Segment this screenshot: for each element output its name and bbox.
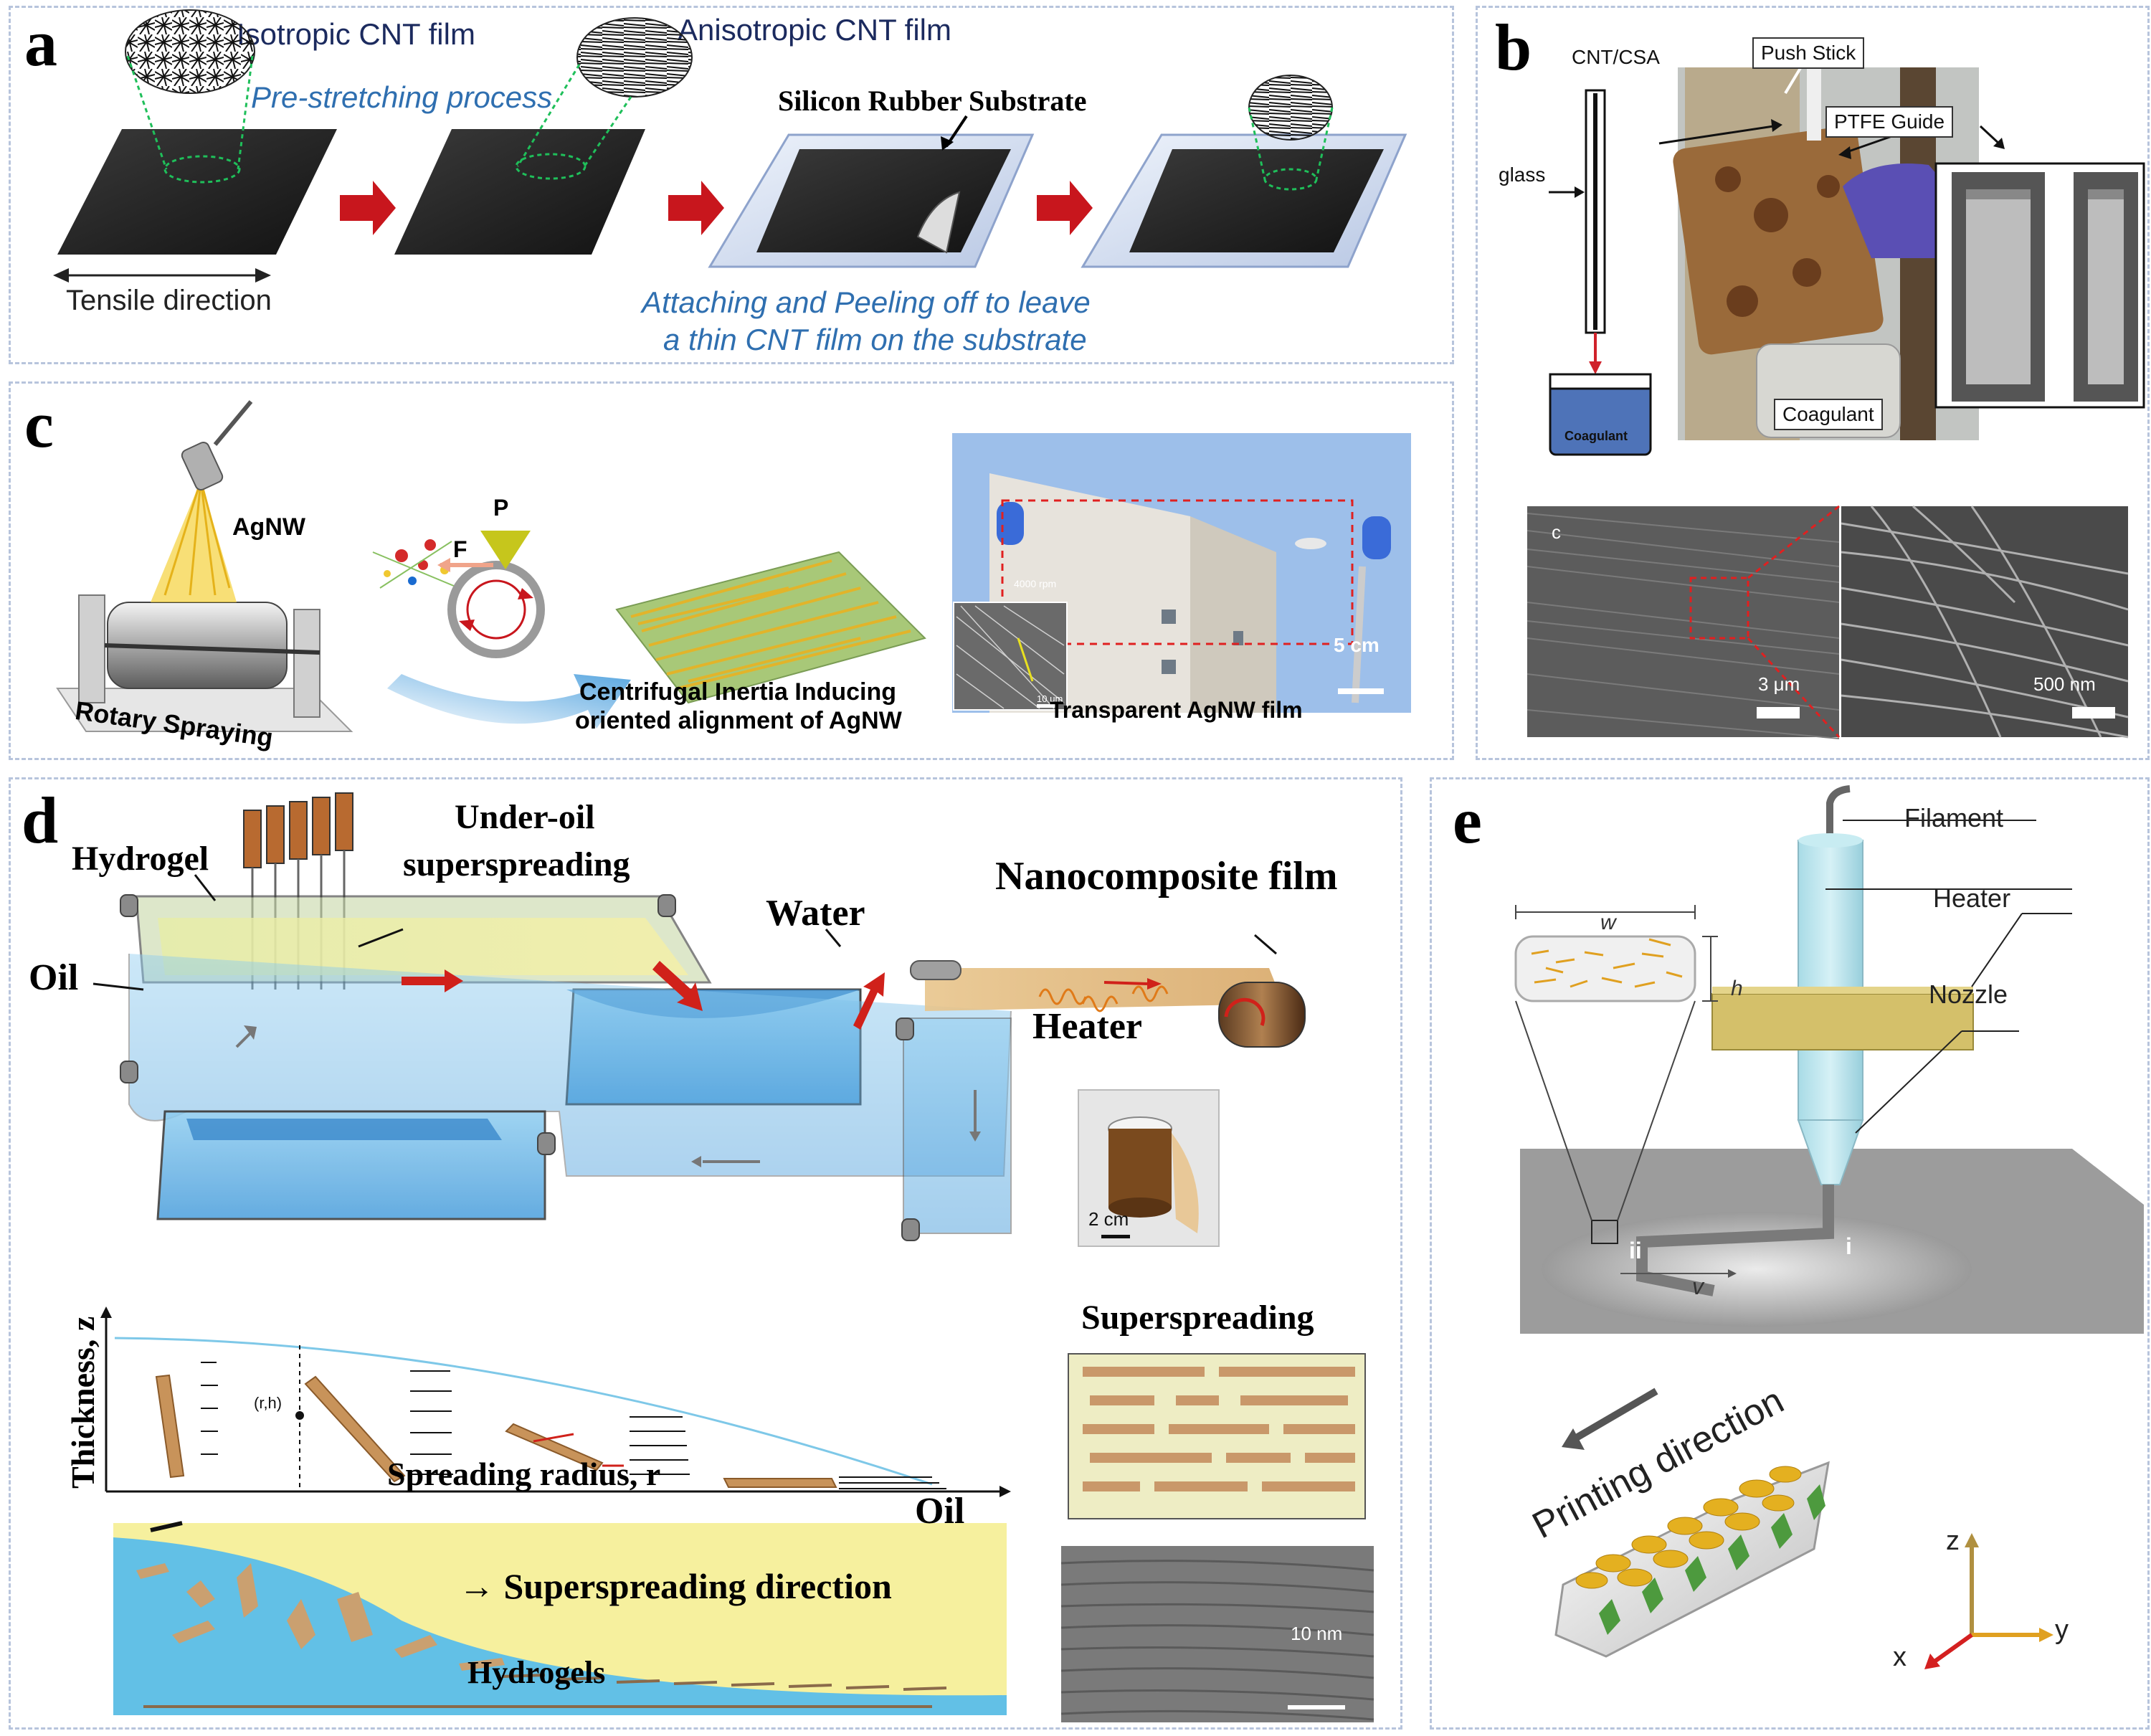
coagulant-small-label: Coagulant [1564, 429, 1628, 443]
panel-d [9, 777, 1402, 1730]
panel-b-label: b [1495, 11, 1532, 84]
oil-left-label: Oil [29, 957, 79, 998]
sem-right [1841, 506, 2128, 737]
sem-left [1527, 506, 1839, 737]
oil-bottom-label: Oil [915, 1491, 965, 1532]
tem-image [1061, 1546, 1374, 1722]
coagulant-label: Coagulant [1774, 399, 1883, 430]
substrate-text: Silicon Rubber Substrate [778, 85, 1087, 117]
superspreading-schematic [1068, 1353, 1366, 1519]
prestretch-text: Pre-stretching process [251, 80, 553, 114]
film-1 [57, 129, 337, 255]
agnw-label: AgNW [232, 513, 305, 541]
ptfe-guide-label: PTFE Guide [1825, 106, 1954, 138]
underoil-label-1: Under-oil [455, 798, 595, 836]
rpm-label: 4000 rpm [1014, 578, 1057, 589]
panel-e [1430, 777, 2150, 1730]
film-2 [394, 129, 645, 255]
rotation-ring [447, 561, 545, 658]
velocity-v-label: v [1692, 1273, 1704, 1299]
panel-c-drawing [56, 400, 1411, 732]
panel-a-drawing [53, 9, 1407, 283]
glass-label: glass [1499, 163, 1546, 186]
panel-a [9, 6, 1454, 364]
rh-point-label: (r,h) [254, 1394, 282, 1412]
roll-scale-label: 2 cm [1088, 1208, 1129, 1230]
photo-scale: 5 cm [1334, 634, 1380, 656]
superspreading-title: Superspreading [1081, 1299, 1314, 1337]
panel-c-label: c [24, 388, 54, 461]
tensile-text: Tensile direction [66, 285, 272, 316]
nanocomposite-label: Nanocomposite film [995, 854, 1338, 898]
axis-x-label: x [1893, 1642, 1907, 1672]
point-i-label: i [1846, 1233, 1852, 1259]
centrifugal-text-1: Centrifugal Inertia Inducing [579, 678, 897, 706]
panel-b-drawing [1526, 56, 2145, 739]
force-f-label: F [453, 536, 467, 562]
height-h-label: h [1731, 977, 1743, 1000]
sem-tag: c [1552, 521, 1561, 543]
hydrogel-label: Hydrogel [72, 840, 209, 878]
panel-a-label: a [24, 6, 57, 80]
panel-b [1476, 6, 2150, 760]
tem-scale-label: 10 nm [1291, 1623, 1343, 1644]
axis-z-label: z [1946, 1526, 1960, 1556]
direction-label: → Superspreading direction [459, 1566, 892, 1606]
filament-label: Filament [1904, 803, 2004, 833]
force-p-label: P [493, 495, 509, 521]
panel-e-label: e [1453, 784, 1482, 857]
hydrogels-label: Hydrogels [467, 1655, 606, 1690]
cnt-csa-label: CNT/CSA [1572, 46, 1660, 68]
attach-text-1: Attaching and Peeling off to leave [642, 285, 1091, 319]
panel-d-drawing [92, 792, 1374, 1722]
centrifugal-text-2: oriented alignment of AgNW [575, 707, 902, 734]
sem-scale-2: 500 nm [2033, 673, 2096, 695]
panel-c [9, 381, 1454, 760]
attach-text-2: a thin CNT film on the substrate [663, 323, 1087, 356]
isotropic-title: Isotropic CNT film [237, 17, 475, 51]
underoil-label-2: superspreading [403, 845, 630, 883]
agnw-sheet [615, 551, 926, 704]
anisotropic-title: Anisotropic CNT film [678, 13, 951, 47]
panel-d-label: d [22, 784, 59, 857]
radius-axis-label: Spreading radius, r [387, 1456, 661, 1492]
axis-y-label: y [2055, 1615, 2069, 1645]
push-stick-label: Push Stick [1752, 37, 1865, 69]
transparent-label: Transparent AgNW film [1050, 697, 1303, 723]
width-w-label: w [1600, 911, 1616, 934]
heater-label-d: Heater [1032, 1006, 1143, 1047]
heater-label-e: Heater [1933, 883, 2011, 913]
water-label: Water [766, 893, 865, 934]
nozzle-label: Nozzle [1929, 980, 2008, 1009]
panel-e-drawing [1514, 785, 2144, 1669]
inset-scale: 10 μm [1037, 693, 1063, 704]
point-ii-label: ii [1629, 1238, 1642, 1263]
sem-scale-1: 3 μm [1758, 673, 1800, 695]
printed-bar [1554, 1461, 1830, 1658]
thickness-axis-label: Thickness, z [65, 1316, 101, 1489]
